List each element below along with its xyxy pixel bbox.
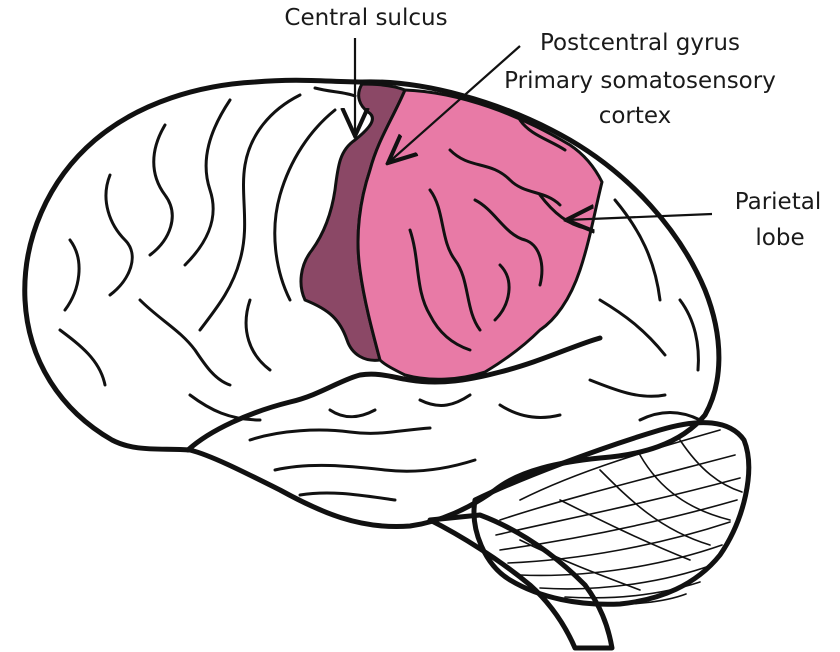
- brainstem: [430, 515, 612, 648]
- primary-somatosensory-label: Primary somatosensory: [470, 67, 810, 95]
- parietal-lobe-region: [358, 90, 602, 379]
- cortex-label: cortex: [580, 102, 690, 130]
- postcentral-gyrus-label: Postcentral gyrus: [500, 29, 780, 57]
- cerebellum: [474, 423, 749, 605]
- occipital-sulci: [590, 200, 700, 420]
- lobe-label: lobe: [740, 224, 820, 252]
- parietal-label: Parietal: [718, 188, 838, 216]
- central-sulcus-label: Central sulcus: [266, 4, 466, 32]
